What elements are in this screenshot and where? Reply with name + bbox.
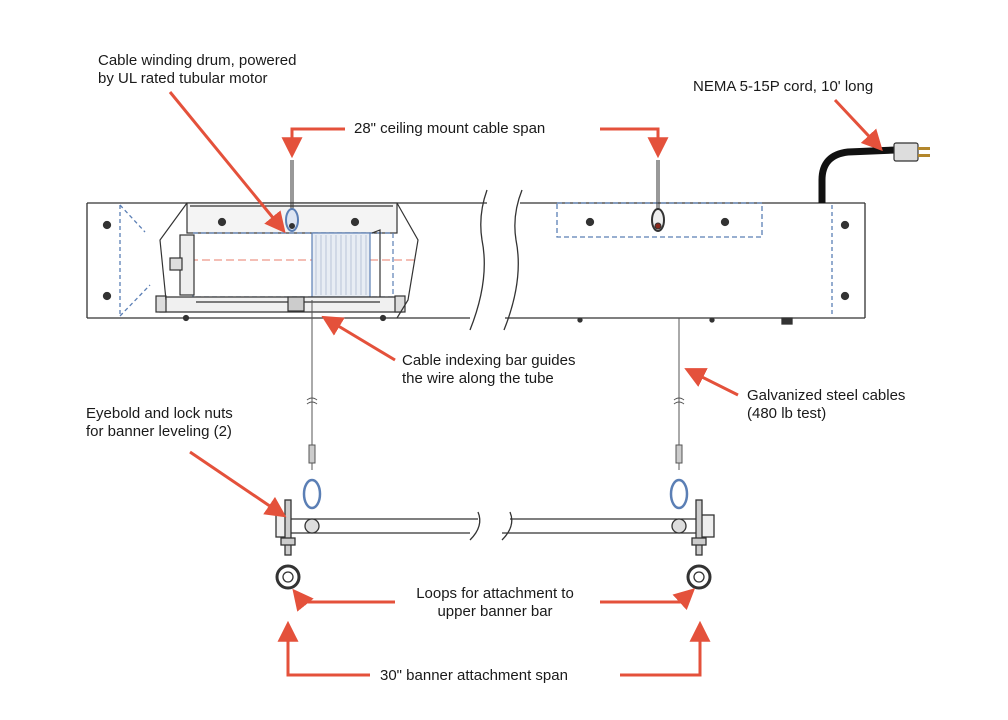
cables-label-line1: Galvanized steel cables (747, 387, 906, 404)
drum-label-line1: Cable winding drum, powered (98, 52, 297, 69)
left-ceiling-cable (285, 160, 299, 232)
drum-label-line2: by UL rated tubular motor (98, 70, 268, 87)
indexing-label-line2: the wire along the tube (402, 370, 554, 387)
loops-label-line2: upper banner bar (437, 603, 553, 620)
cables-label-line2: (480 lb test) (747, 405, 827, 422)
banner-span-label: 30" banner attachment span (380, 667, 568, 684)
banner-bar (275, 499, 715, 590)
ceiling-span-label: 28" ceiling mount cable span (354, 120, 546, 137)
hanging-cables (302, 300, 689, 510)
power-cord (818, 142, 930, 203)
indexing-label-line1: Cable indexing bar guides (402, 352, 576, 369)
cord-label: NEMA 5-15P cord, 10' long (693, 78, 874, 95)
eyebolt-label-line1: Eyebold and lock nuts (86, 405, 233, 422)
callout-arrows (168, 91, 883, 677)
right-ceiling-cable (651, 160, 665, 232)
loops-label-line1: Loops for attachment to (416, 585, 574, 602)
housing-right (469, 189, 866, 331)
eyebolt-label-line2: for banner leveling (2) (86, 423, 232, 440)
